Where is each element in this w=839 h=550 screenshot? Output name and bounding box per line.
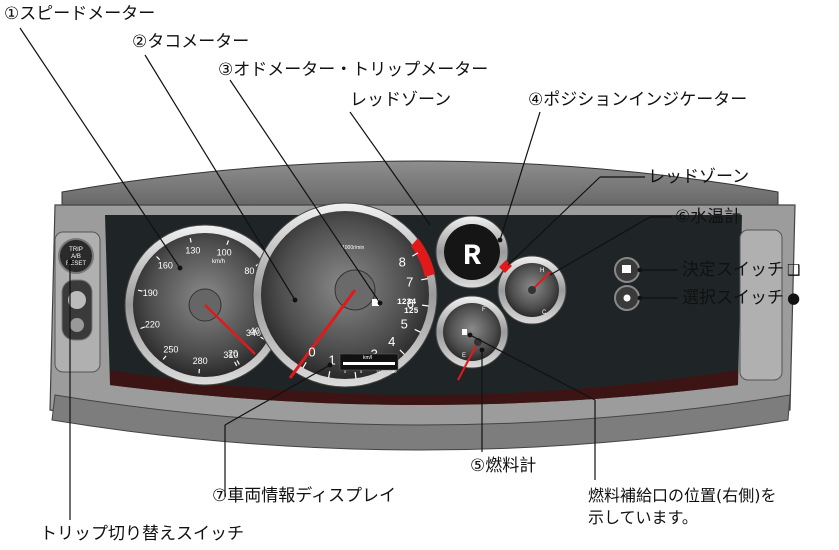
label-speedometer: ①スピードメーター (4, 4, 156, 24)
label-fuel-door-note-1: 燃料補給口の位置(右側)を (588, 486, 777, 505)
water-temp-hot-mark: H (540, 268, 544, 274)
speedometer-tick-mark-190 (137, 289, 143, 292)
select-switch-symbol: ❑ (787, 261, 801, 279)
label-fuel-gauge: ⑤燃料計 (470, 456, 537, 476)
label-odometer: ③オドメーター・トリップメーター (218, 60, 489, 80)
choose-switch-symbol: ● (787, 289, 801, 307)
trip-button-line3: RESET (66, 261, 86, 267)
label-select-switch-text: 決定スイッチ (682, 260, 784, 280)
tachometer-tick-mark-5 (414, 328, 421, 333)
speedometer-tick-100: 100 (217, 248, 232, 258)
speedometer-tick-mark-310 (234, 361, 238, 367)
tachometer-tick-6: 6 (407, 296, 414, 311)
cluster-lower-lip (51, 394, 791, 451)
speedometer-tick-mark-100 (226, 240, 230, 246)
leader-dots (67, 237, 643, 368)
speedometer-tick-40: 40 (250, 326, 260, 336)
water-temp-needle (531, 271, 551, 291)
tachometer-tick-mark-2 (354, 371, 357, 379)
fuel-gauge: F E (435, 295, 509, 381)
tachometer-tick-mark-7 (421, 278, 428, 281)
label-tachometer: ②タコメーター (132, 32, 250, 52)
tachometer-tick-8: 8 (399, 255, 406, 270)
screen-bottom-band (110, 370, 738, 405)
label-red-zone-tachometer: レッドゾーン (350, 90, 452, 110)
brightness-knob[interactable] (61, 279, 93, 341)
speedometer-tick-mark-20 (236, 360, 240, 365)
speedometer-tick-mark-160 (156, 256, 161, 261)
label-select-switch: 決定スイッチ❑ (682, 260, 800, 280)
speedometer-tick-mark-130 (189, 237, 192, 243)
position-indicator-gauge: R (435, 215, 509, 289)
tachometer-tick-0: 0 (308, 345, 315, 360)
tachometer-tick-mark-0 (302, 361, 307, 369)
fuel-pump-icon (462, 329, 467, 335)
speedometer-tick-80: 80 (244, 266, 254, 276)
speedometer-tick-20: 20 (228, 349, 238, 359)
info-scale-15: 15 (376, 369, 381, 374)
choose-switch-button[interactable] (614, 285, 640, 311)
leader-lines (19, 27, 678, 520)
tachometer-tick-4: 4 (388, 334, 395, 349)
water-temp-gauge: H C (497, 255, 567, 325)
label-trip-switch: トリップ切り替えスイッチ (40, 524, 244, 544)
label-vehicle-info-display: ⑦車両情報ディスプレイ (212, 486, 397, 506)
tachometer-unit: 1000r/min (342, 245, 364, 251)
tachometer-tick-5: 5 (401, 317, 408, 332)
speedometer-tick-190: 190 (143, 288, 158, 298)
speedometer-tick-mark-250 (162, 355, 167, 360)
speedometer-tick-250: 250 (163, 345, 178, 355)
odometer-indicator-square (372, 299, 379, 306)
tachometer-tick-mark-1 (328, 371, 331, 378)
tachometer-tick-mark-8 (412, 252, 419, 257)
odometer-value: 1234 (397, 298, 416, 307)
speedometer-needle (204, 304, 256, 355)
fuel-full-mark: F (482, 307, 486, 313)
speedometer-tick-160: 160 (158, 261, 173, 271)
speedometer-tick-130: 130 (185, 246, 200, 256)
vehicle-info-unit: km/l (363, 355, 372, 361)
tachometer-tick-1: 1 (328, 352, 335, 367)
speedometer-tick-280: 280 (193, 356, 208, 366)
info-scale-5: 5 (360, 369, 363, 374)
select-switch-button[interactable] (614, 257, 640, 283)
speedometer-tick-mark-220 (140, 326, 146, 330)
label-red-zone-water: レッドゾーン (648, 167, 750, 187)
tachometer-tick-7: 7 (406, 275, 413, 290)
trip-button-line1: TRIP (69, 247, 83, 253)
trip-button-line2: A/B (71, 254, 81, 260)
vehicle-info-display: km/l 0 5 15 30 (339, 353, 399, 374)
tachometer-needle (288, 289, 357, 379)
position-gear-letter: R (463, 240, 481, 274)
tachometer-tick-mark-6 (421, 304, 429, 307)
speedometer-tick-310: 310 (223, 350, 238, 360)
speedometer-gauge: 20406080100130160190220250280310340 km/h (124, 224, 286, 386)
info-scale-30: 30 (392, 369, 397, 374)
tachometer-tick-mark-4 (399, 349, 405, 355)
speedometer-tick-220: 220 (145, 319, 160, 329)
tachometer-red-zone (411, 238, 435, 277)
right-switch-panel (739, 229, 783, 381)
fuel-gauge-needle (457, 341, 479, 381)
label-water-temp: ⑥水温計 (675, 207, 742, 227)
water-temp-cold-mark: C (542, 310, 547, 316)
trip-reset-button[interactable]: TRIP A/B RESET (58, 238, 94, 274)
info-scale-0: 0 (344, 369, 347, 374)
label-position-indicator: ④ポジションインジケーター (528, 90, 748, 110)
water-temp-red-zone (499, 260, 512, 273)
fuel-empty-mark: E (462, 353, 466, 359)
label-fuel-door-note-2: 示しています。 (588, 508, 698, 527)
speedometer-unit: km/h (212, 259, 225, 265)
label-choose-switch: 選択スイッチ● (682, 288, 800, 308)
label-choose-switch-text: 選択スイッチ (682, 288, 784, 308)
tripmeter-value: 125 (404, 307, 419, 316)
speedometer-tick-340: 340 (246, 328, 261, 338)
